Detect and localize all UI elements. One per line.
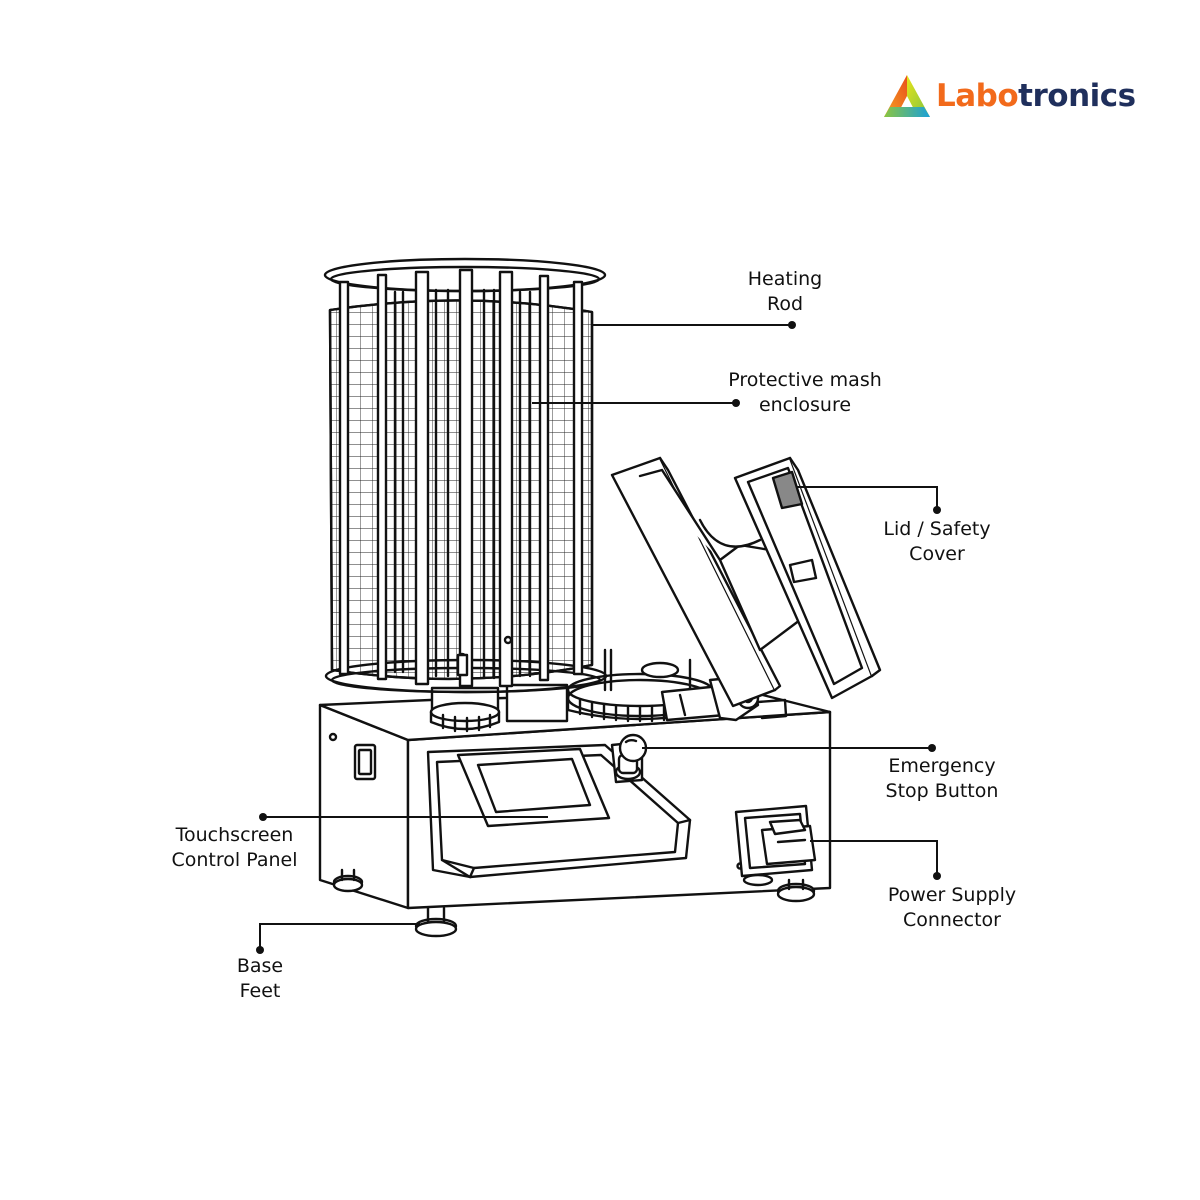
label-emergency-stop: Emergency Stop Button bbox=[885, 755, 999, 802]
side-vent-icon bbox=[353, 743, 377, 781]
base-feet-group bbox=[332, 868, 816, 938]
label-lid-cover: Lid / Safety Cover bbox=[883, 518, 991, 565]
brand-name-part2: tronics bbox=[1018, 78, 1136, 114]
callout-line-lid bbox=[797, 486, 938, 510]
machine-illustration bbox=[318, 257, 882, 938]
power-connector-icon bbox=[734, 804, 817, 878]
heating-column bbox=[323, 257, 608, 694]
brand-name-part1: Labo bbox=[936, 78, 1019, 114]
emergency-stop-icon bbox=[610, 733, 648, 784]
brand-logo: Labotronics bbox=[936, 78, 1136, 114]
callout-line-power bbox=[810, 840, 938, 876]
label-base-feet: Base Feet bbox=[236, 955, 284, 1002]
touchscreen-display bbox=[456, 747, 611, 828]
label-touchscreen: Touchscreen Control Panel bbox=[171, 824, 298, 871]
label-mesh-enclosure: Protective mash enclosure bbox=[728, 369, 882, 416]
lid-safety-cover bbox=[610, 456, 882, 708]
callout-line-feet bbox=[259, 923, 420, 950]
heating-rod-icon bbox=[338, 268, 584, 688]
triangle-prism-icon bbox=[884, 75, 930, 117]
label-heating-rod: Heating Rod bbox=[747, 268, 823, 315]
label-power-supply: Power Supply Connector bbox=[887, 884, 1017, 931]
callout-lines bbox=[259, 324, 938, 950]
callout-dots bbox=[256, 321, 941, 954]
